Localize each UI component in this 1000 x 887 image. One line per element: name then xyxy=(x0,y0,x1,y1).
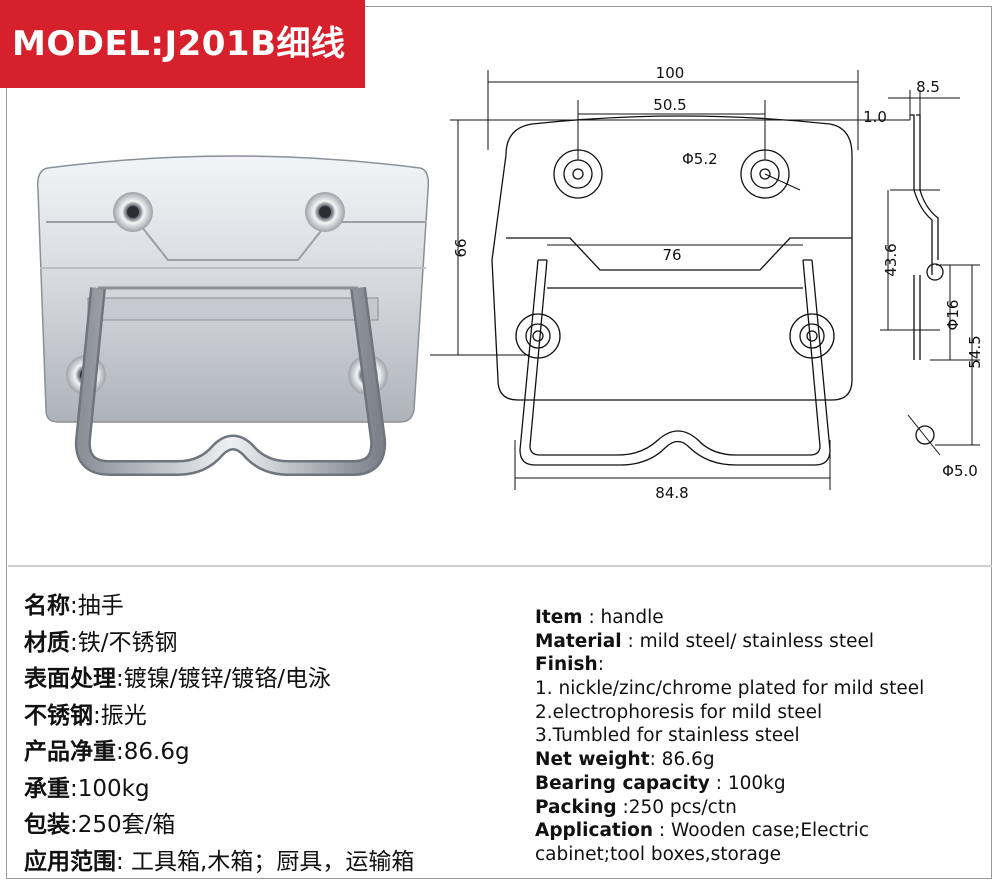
technical-drawing: 100 50.5 Φ5.2 66 76 84.8 8.5 1.0 43.6 Φ1… xyxy=(430,64,984,500)
dim-ring-diameter: Φ16 xyxy=(944,300,962,331)
en-spec-row: Net weight: 86.6g xyxy=(535,749,715,771)
en-spec-row: Item : handle xyxy=(535,607,664,628)
cn-spec-row: 表面处理:镀镍/镀锌/镀铬/电泳 xyxy=(24,666,331,692)
en-spec-row: 1. nickle/zinc/chrome plated for mild st… xyxy=(535,678,925,700)
dim-hole-spacing: 50.5 xyxy=(653,96,686,114)
dim-overall-width: 100 xyxy=(656,64,685,82)
dim-handle-width: 84.8 xyxy=(655,484,688,500)
dim-wire-diameter: Φ5.0 xyxy=(942,462,978,480)
dim-hole-diameter: Φ5.2 xyxy=(682,150,718,168)
cn-spec-row: 承重:100kg xyxy=(24,775,150,802)
en-spec-row: cabinet;tool boxes,storage xyxy=(535,843,781,865)
en-spec-row: Finish: xyxy=(535,654,604,676)
section-divider xyxy=(8,565,992,567)
en-spec-row: Packing :250 pcs/ctn xyxy=(535,796,737,818)
dim-inner-width: 76 xyxy=(662,246,681,264)
en-spec-row: 2.electrophoresis for mild steel xyxy=(535,701,823,723)
cn-spec-row: 产品净重:86.6g xyxy=(24,739,190,765)
cn-spec-row: 名称:抽手 xyxy=(24,593,124,619)
cn-spec-row: 包装:250套/箱 xyxy=(24,812,176,838)
model-banner: MODEL:J201B细线 xyxy=(0,0,365,88)
dim-depth: 8.5 xyxy=(916,78,940,96)
en-spec-row: Bearing capacity : 100kg xyxy=(535,772,786,794)
page-frame xyxy=(6,6,992,879)
en-spec-row: 3.Tumbled for stainless steel xyxy=(535,725,800,747)
cn-spec-list: 名称:抽手 材质:铁/不锈钢 表面处理:镀镍/镀锌/镀铬/电泳 不锈钢:振光 产… xyxy=(24,588,524,880)
dim-side-height: 43.6 xyxy=(882,243,900,276)
cn-spec-row: 不锈钢:振光 xyxy=(24,702,147,729)
product-photo xyxy=(36,155,430,476)
dim-height: 66 xyxy=(452,238,470,257)
dim-side-total: 54.5 xyxy=(966,335,984,368)
en-spec-list: Item : handle Material : mild steel/ sta… xyxy=(535,606,995,867)
en-spec-row: Application : Wooden case;Electric xyxy=(535,820,869,842)
cn-spec-row: 应用范围: 工具箱,木箱；厨具，运输箱 xyxy=(24,848,415,875)
cn-spec-row: 材质:铁/不锈钢 xyxy=(24,629,178,656)
en-spec-row: Material : mild steel/ stainless steel xyxy=(535,630,874,652)
dim-thickness: 1.0 xyxy=(863,108,887,126)
